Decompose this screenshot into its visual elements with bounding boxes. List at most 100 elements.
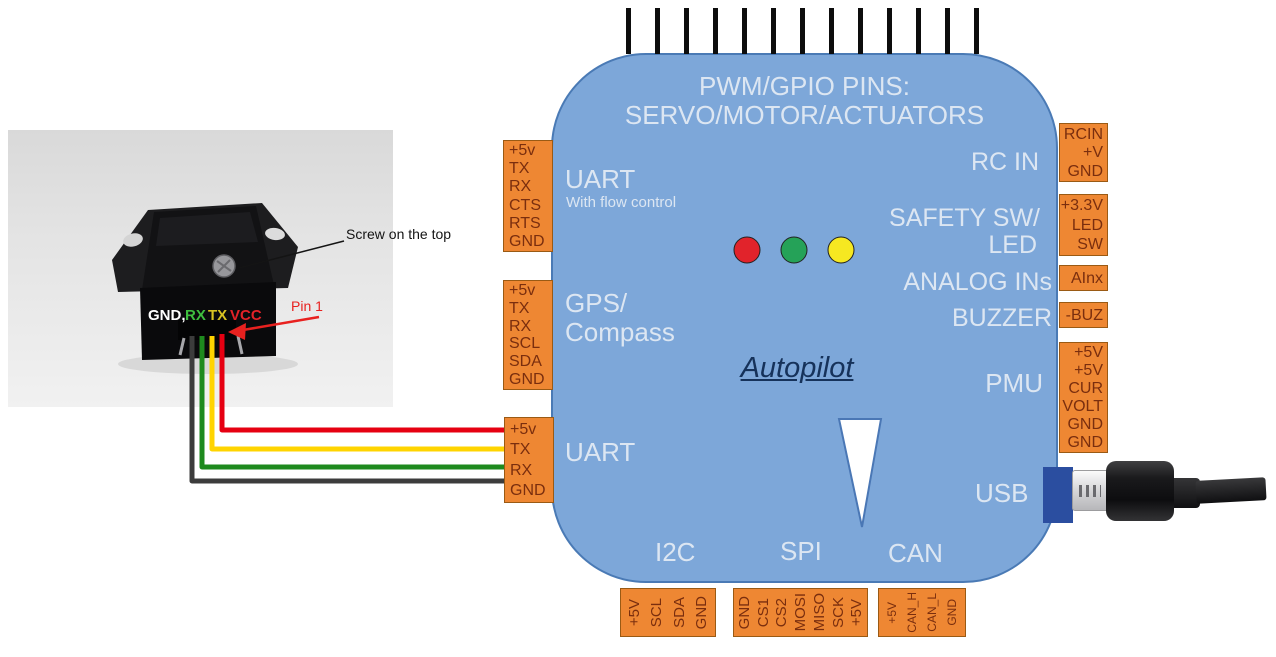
pin-label: CUR (1068, 380, 1103, 397)
usb-cable (1195, 477, 1267, 504)
usb-plug-body (1106, 461, 1174, 521)
uart-flow-control-label: UART (565, 164, 636, 194)
connector-buzzer: -BUZ (1059, 302, 1108, 328)
pin-label: CS2 (773, 597, 791, 628)
pwm-pin-stub (858, 8, 863, 54)
device-top-highlight (156, 212, 258, 246)
pin-label: +V (1082, 144, 1103, 161)
metal-pin-left (178, 337, 186, 356)
board-title-line1: PWM/GPIO PINS: (699, 71, 910, 101)
gps-module-photo: GND, RX TX VCC (8, 130, 393, 407)
pin-label: GND (509, 232, 545, 250)
pin-label: +5V (1074, 344, 1103, 361)
pin-label: TX (509, 299, 530, 317)
pin-label: GND (1067, 416, 1103, 433)
pwm-pin-stub (974, 8, 979, 54)
usb-plug-metal-tip (1072, 470, 1110, 511)
safety-sw-label-line1: SAFETY SW/ (889, 204, 1040, 232)
pin-label: SCL (509, 335, 541, 353)
device-pin-label-rx: RX (185, 307, 206, 324)
pin-label: +5V (1074, 362, 1103, 379)
pin-label: CS1 (754, 597, 772, 628)
pin-label: CAN_L (925, 593, 939, 632)
pwm-pin-stub (887, 8, 892, 54)
gps-label-line2: Compass (565, 317, 675, 347)
pwm-pin-stub (800, 8, 805, 54)
board-title-line2: SERVO/MOTOR/ACTUATORS (624, 100, 985, 130)
pin1-annotation: Pin 1 (291, 298, 323, 314)
uart-flow-control-sublabel: With flow control (566, 194, 677, 211)
pin-label: SCL (648, 597, 666, 628)
rc-in-label: RC IN (970, 148, 1039, 176)
pin-label: GND (1067, 162, 1103, 180)
pin-label: RTS (509, 214, 541, 232)
pwm-pin-stub (684, 8, 689, 54)
connector-analog-in: AInx (1059, 265, 1108, 291)
pin-label: GND (510, 481, 546, 499)
device-pin-label-gnd: GND, (148, 307, 186, 324)
spi-label: SPI (780, 536, 822, 566)
pwm-pin-stub (742, 8, 747, 54)
pin-label: TX (510, 441, 531, 459)
pin-label: RX (509, 317, 532, 335)
pin-label: RCIN (1063, 125, 1103, 143)
autopilot-center-label: Autopilot (740, 352, 854, 384)
pwm-pin-stub (945, 8, 950, 54)
device-pin-label-vcc: VCC (230, 307, 262, 324)
pin-label: +5v (509, 142, 536, 160)
pwm-pin-stub (655, 8, 660, 54)
pin-label: +5v (510, 421, 537, 439)
safety-sw-label-line2: LED (988, 231, 1037, 259)
pin-label: VOLT (1062, 398, 1103, 415)
i2c-label: I2C (655, 537, 696, 567)
pin-label: +5v (509, 281, 536, 299)
pmu-label: PMU (985, 368, 1043, 398)
mounting-hole-left (123, 233, 143, 247)
pwm-pin-stub (916, 8, 921, 54)
device-pin-label-tx: TX (208, 307, 227, 324)
gps-module-illustration: GND, RX TX VCC (112, 203, 298, 374)
analog-ins-label: ANALOG INs (903, 268, 1052, 296)
pwm-pin-stub (713, 8, 718, 54)
pin-label: +5V (626, 598, 644, 627)
buzzer-label: BUZZER (952, 304, 1052, 332)
pin-label: MISO (810, 593, 828, 632)
pin-label: GND (945, 599, 959, 626)
pwm-pin-stub (771, 8, 776, 54)
usb-label: USB (975, 478, 1029, 508)
pin-label: TX (509, 160, 530, 178)
pin-label: CTS (509, 196, 541, 214)
connector-can: +5V CAN_H CAN_L GND (878, 588, 966, 637)
pin-label: RX (510, 461, 533, 479)
uart-label: UART (565, 437, 636, 467)
gps-label-line1: GPS/ (565, 288, 628, 318)
pin-label: CAN_H (905, 592, 919, 633)
pwm-pin-stub (829, 8, 834, 54)
pin-label: +5V (885, 601, 899, 624)
pin-label: RX (509, 178, 532, 196)
mounting-hole-right (265, 227, 285, 241)
pin-label: LED (1071, 216, 1103, 234)
can-label: CAN (888, 538, 943, 568)
pin-label: MOSI (792, 593, 809, 632)
pin-label: SW (1077, 235, 1103, 253)
pin-label: GND (509, 371, 545, 389)
pin-label: SDA (670, 597, 688, 628)
pin-label: SCK (829, 597, 847, 628)
pwm-pin-header (626, 8, 979, 54)
pin-label: +3.3V (1060, 197, 1103, 215)
pin-label: GND (735, 595, 753, 630)
pin-label: -BUZ (1065, 306, 1103, 324)
pin-label: +5V (848, 598, 866, 627)
usb-port (1043, 467, 1073, 523)
pin-label: AInx (1070, 269, 1103, 287)
